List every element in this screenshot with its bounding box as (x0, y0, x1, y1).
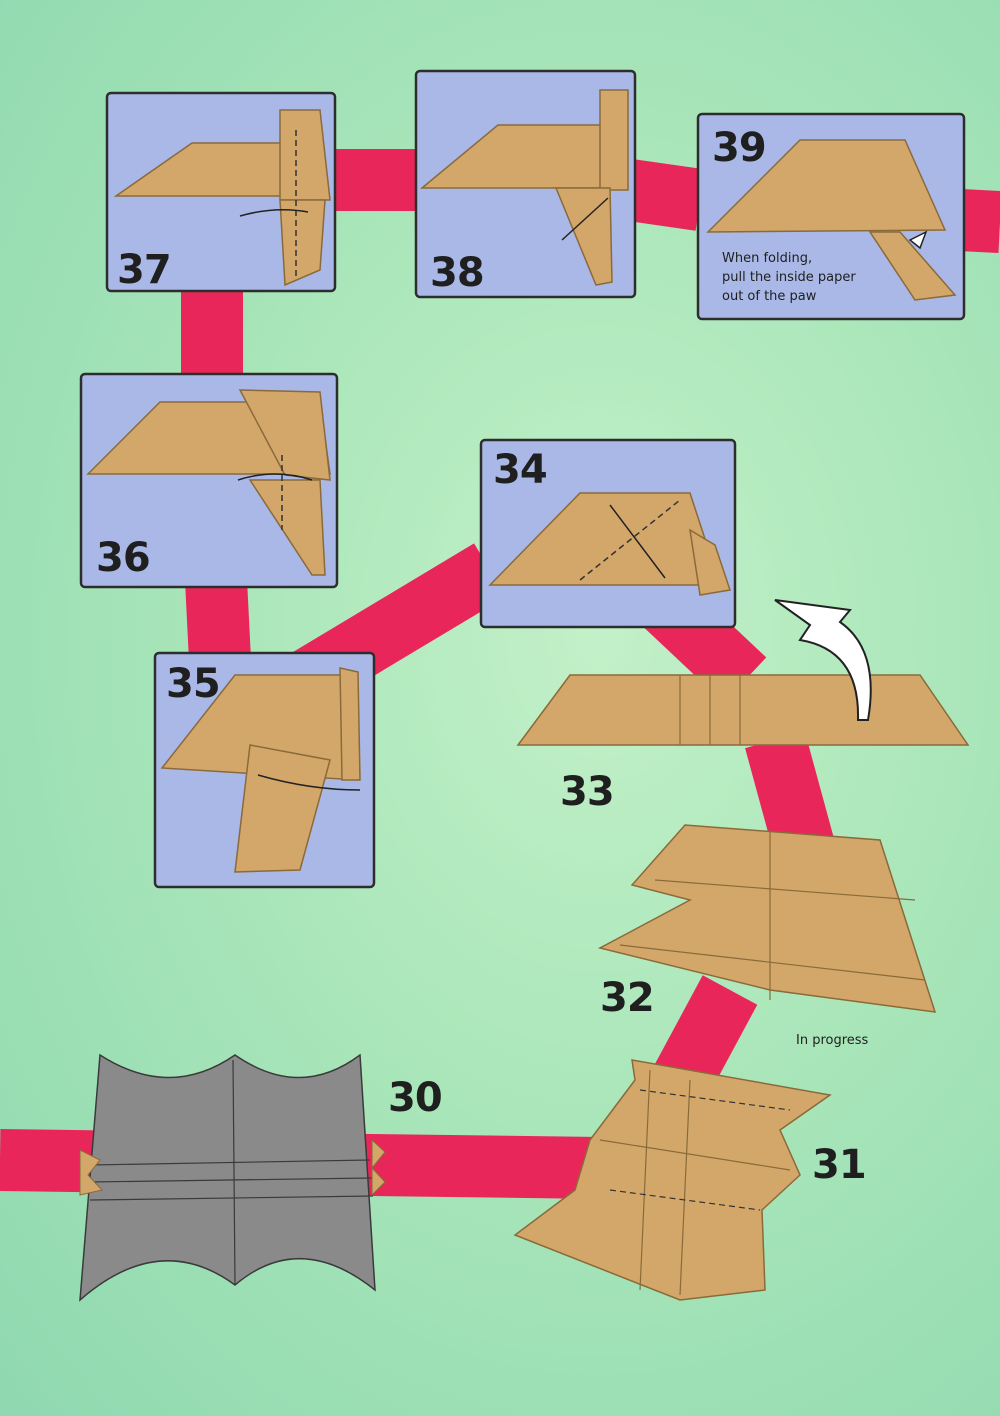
note-step-39-line-3: out of the paw (722, 288, 817, 304)
step-label-37: 37 (117, 247, 172, 293)
note-step-39-line-1: When folding, (722, 251, 813, 266)
step-label-30: 30 (388, 1075, 443, 1121)
panel-35 (153, 651, 376, 889)
step-label-36: 36 (96, 535, 151, 581)
step-label-38: 38 (430, 250, 485, 296)
step-label-31: 31 (812, 1142, 867, 1188)
panel-36 (79, 372, 339, 589)
panel-37 (105, 91, 337, 293)
model-30 (79, 1053, 386, 1302)
step-label-39: 39 (712, 125, 767, 171)
step-label-32: 32 (600, 975, 655, 1021)
model-33 (516, 599, 970, 746)
model-31 (513, 1059, 832, 1301)
step-label-33: 33 (560, 769, 615, 815)
model-32 (597, 824, 937, 1013)
note-step-39: When folding, pull the inside paper out … (722, 250, 856, 307)
step-label-34: 34 (493, 447, 548, 493)
panel-34 (479, 438, 737, 629)
panel-39 (696, 112, 966, 321)
panel-38 (414, 69, 637, 299)
note-in-progress: In progress (796, 1033, 869, 1048)
step-label-35: 35 (166, 661, 221, 707)
note-step-39-line-2: pull the inside paper (722, 269, 856, 285)
